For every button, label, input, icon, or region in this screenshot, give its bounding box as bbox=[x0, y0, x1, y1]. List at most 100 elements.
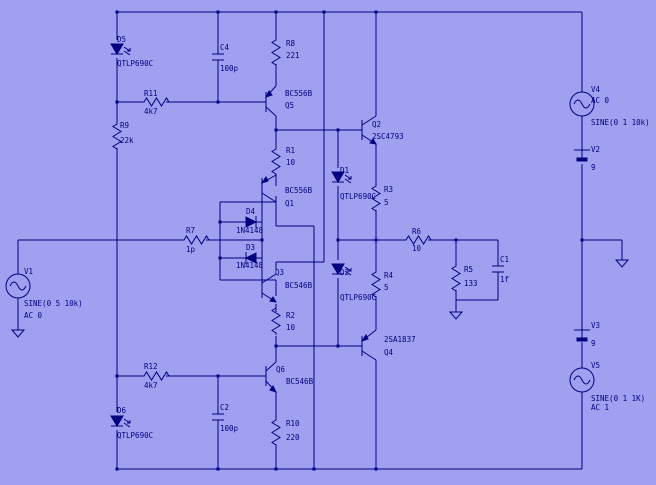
r3-value: 5 bbox=[384, 198, 389, 207]
diode-d3[interactable]: D3 1N4148 bbox=[236, 243, 264, 270]
resistor-r3[interactable]: R3 5 bbox=[371, 181, 393, 214]
c2-value: 100p bbox=[220, 424, 239, 433]
resistor-r6[interactable]: R6 10 bbox=[401, 227, 435, 253]
d5-ref: D5 bbox=[117, 35, 126, 44]
battery-v2[interactable]: V2 9 bbox=[574, 145, 600, 172]
d6-ref: D6 bbox=[117, 406, 127, 415]
voltage-source-v4[interactable]: V4 AC 0 SINE(0 1 10k) bbox=[569, 85, 650, 127]
resistor-r2[interactable]: R2 10 bbox=[271, 303, 296, 336]
resistor-r8[interactable]: R8 221 bbox=[271, 35, 300, 68]
v4-value: SINE(0 1 10k) bbox=[591, 118, 650, 127]
r1-value: 10 bbox=[286, 158, 296, 167]
v1-value: SINE(0 5 10k) bbox=[24, 299, 83, 308]
c1-ref: C1 bbox=[500, 255, 509, 264]
transistor-q1[interactable]: BC556B Q1 bbox=[260, 174, 313, 208]
capacitor-c4[interactable]: C4 100p bbox=[212, 43, 239, 73]
voltage-source-v5[interactable]: V5 SINE(0 1 1K) AC 1 bbox=[569, 361, 645, 412]
ground-icon bbox=[448, 311, 464, 320]
r6-value: 10 bbox=[412, 244, 422, 253]
v2-value: 9 bbox=[591, 163, 596, 172]
v5-ref: V5 bbox=[591, 361, 600, 370]
voltage-source-v1[interactable]: V1 SINE(0 5 10k) AC 0 bbox=[5, 267, 83, 320]
r5-value: 133 bbox=[464, 279, 478, 288]
q6-type: BC546B bbox=[286, 377, 314, 386]
q5-type: BC556B bbox=[285, 89, 313, 98]
resistor-r10[interactable]: R10 220 bbox=[271, 415, 300, 448]
q3-ref: Q3 bbox=[275, 268, 284, 277]
d6-value: QTLP690C bbox=[117, 431, 153, 440]
q6-ref: Q6 bbox=[276, 365, 286, 374]
led-d5[interactable]: D5 QTLP690C bbox=[110, 35, 153, 68]
r2-ref: R2 bbox=[286, 311, 295, 320]
resistor-r9[interactable]: R9 22k bbox=[112, 119, 134, 152]
q1-type: BC556B bbox=[285, 186, 313, 195]
r8-ref: R8 bbox=[286, 39, 296, 48]
v4-ref: V4 bbox=[591, 85, 601, 94]
d2-ref: D2 bbox=[340, 268, 349, 277]
d3-value: 1N4148 bbox=[236, 261, 264, 270]
junctions bbox=[115, 10, 584, 471]
r6-ref: R6 bbox=[412, 227, 422, 236]
v4-ac: AC 0 bbox=[591, 96, 610, 105]
led-d6[interactable]: D6 QTLP690C bbox=[110, 406, 153, 440]
wires bbox=[17, 11, 623, 470]
q2-type: 2SC4793 bbox=[372, 132, 404, 141]
v1-ref: V1 bbox=[24, 267, 33, 276]
capacitor-c1[interactable]: C1 1f bbox=[492, 255, 509, 284]
v3-value: 9 bbox=[591, 339, 596, 348]
d4-ref: D4 bbox=[246, 207, 256, 216]
resistor-r5[interactable]: R5 133 bbox=[451, 261, 478, 294]
transistor-q6[interactable]: Q6 BC546B bbox=[265, 361, 314, 393]
diode-d4[interactable]: D4 1N4148 bbox=[236, 207, 264, 235]
resistor-r12[interactable]: R12 4k7 bbox=[139, 362, 173, 390]
r9-ref: R9 bbox=[120, 121, 129, 130]
resistor-r11[interactable]: R11 4k7 bbox=[139, 89, 173, 116]
r2-value: 10 bbox=[286, 323, 296, 332]
v5-ac: AC 1 bbox=[591, 403, 609, 412]
v3-ref: V3 bbox=[591, 321, 600, 330]
r10-ref: R10 bbox=[286, 419, 300, 428]
q3-type: BC546B bbox=[285, 281, 313, 290]
r11-ref: R11 bbox=[144, 89, 158, 98]
r10-value: 220 bbox=[286, 433, 300, 442]
ground-icon bbox=[10, 329, 26, 338]
r12-ref: R12 bbox=[144, 362, 158, 371]
r9-value: 22k bbox=[120, 136, 134, 145]
battery-v3[interactable]: V3 9 bbox=[574, 321, 600, 348]
d4-value: 1N4148 bbox=[236, 226, 264, 235]
resistor-r1[interactable]: R1 10 bbox=[271, 144, 296, 177]
v5-value: SINE(0 1 1K) bbox=[591, 394, 645, 403]
led-d2[interactable]: D2 QTLP690C bbox=[331, 263, 376, 302]
d2-value: QTLP690C bbox=[340, 293, 376, 302]
r1-ref: R1 bbox=[286, 146, 295, 155]
r11-value: 4k7 bbox=[144, 107, 158, 116]
led-d1[interactable]: D1 QTLP690C bbox=[331, 166, 376, 201]
c4-ref: C4 bbox=[220, 43, 230, 52]
capacitor-c2[interactable]: C2 100p bbox=[212, 403, 239, 433]
r7-value: 1p bbox=[186, 245, 196, 254]
r4-value: 5 bbox=[384, 283, 389, 292]
v2-ref: V2 bbox=[591, 145, 600, 154]
d5-value: QTLP690C bbox=[117, 59, 153, 68]
q4-ref: Q4 bbox=[384, 348, 394, 357]
transistor-q2[interactable]: Q2 2SC4793 bbox=[361, 115, 404, 145]
q5-ref: Q5 bbox=[285, 101, 294, 110]
resistor-r4[interactable]: R4 5 bbox=[371, 267, 394, 300]
r5-ref: R5 bbox=[464, 265, 473, 274]
v1-ac: AC 0 bbox=[24, 311, 43, 320]
d1-value: QTLP690C bbox=[340, 192, 376, 201]
c1-value: 1f bbox=[500, 275, 509, 284]
transistor-q3[interactable]: Q3 BC546B bbox=[261, 268, 313, 303]
ground-icon bbox=[614, 259, 630, 268]
d3-ref: D3 bbox=[246, 243, 255, 252]
transistor-q4[interactable]: 2SA1837 Q4 bbox=[360, 329, 416, 361]
r8-value: 221 bbox=[286, 51, 300, 60]
q2-ref: Q2 bbox=[372, 120, 381, 129]
q4-type: 2SA1837 bbox=[384, 335, 416, 344]
transistor-q5[interactable]: BC556B Q5 bbox=[265, 85, 313, 117]
resistor-r7[interactable]: R7 1p bbox=[179, 226, 213, 254]
c4-value: 100p bbox=[220, 64, 239, 73]
r7-ref: R7 bbox=[186, 226, 195, 235]
r3-ref: R3 bbox=[384, 185, 393, 194]
